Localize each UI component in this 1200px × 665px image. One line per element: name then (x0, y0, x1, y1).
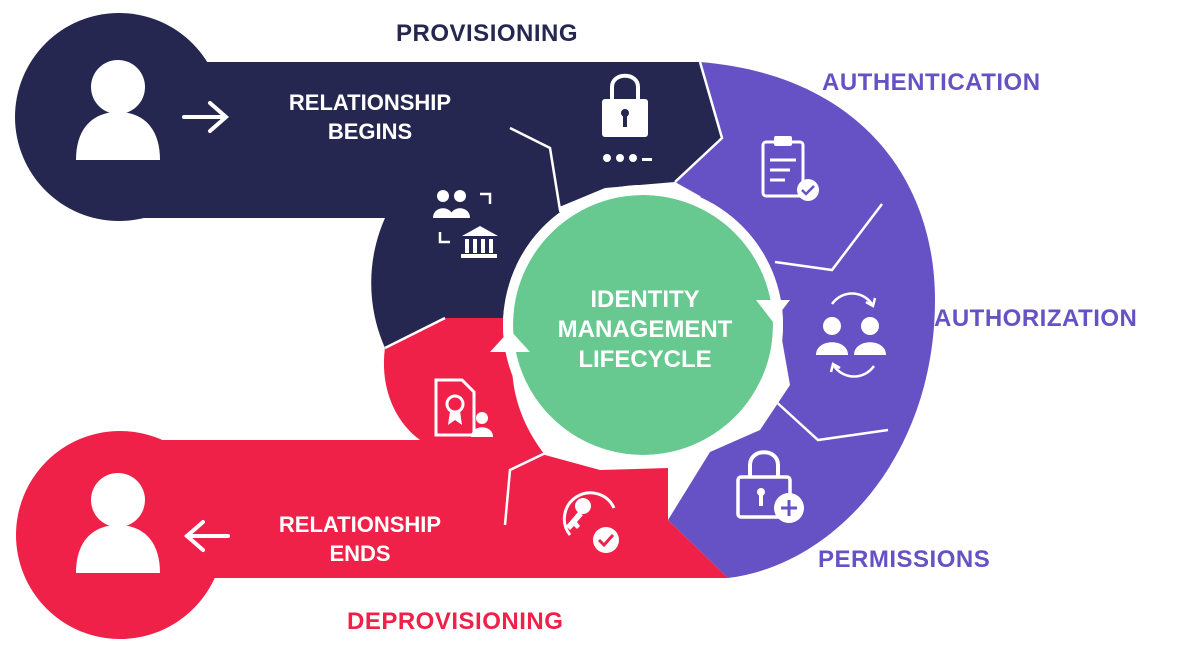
key-check-icon (562, 491, 619, 553)
ring-arrow-left-icon (490, 330, 530, 352)
lifecycle-ring (490, 185, 790, 465)
red-separators (384, 316, 561, 526)
user-icon (76, 473, 160, 573)
purple-segment (668, 62, 935, 578)
ring-arrow-right-icon (756, 300, 790, 322)
user-swap-icon (816, 292, 886, 378)
lock-plus-icon (736, 450, 804, 523)
stage-label-authentication: AUTHENTICATION (822, 69, 1041, 96)
stage-label-deprovisioning: DEPROVISIONING (347, 608, 564, 635)
stage-label-authorization: AUTHORIZATION (934, 305, 1138, 332)
clipboard-check-icon (761, 136, 819, 201)
padlock-password-icon (602, 73, 652, 162)
center-line-3: LIFECYCLE (578, 346, 712, 373)
purple-separators (674, 61, 889, 442)
people-bank-icon (433, 190, 498, 258)
relationship-begins-line-1: RELATIONSHIP (288, 90, 452, 115)
relationship-ends-line-1: RELATIONSHIP (278, 512, 442, 537)
relationship-ends-line-2: ENDS (329, 541, 391, 566)
relationship-ends-label: RELATIONSHIP ENDS (252, 510, 468, 568)
relationship-begins-label: RELATIONSHIP BEGINS (262, 88, 478, 146)
stage-label-permissions: PERMISSIONS (818, 546, 991, 573)
user-icon (76, 60, 160, 160)
center-line-2: MANAGEMENT (557, 316, 733, 343)
center-title: IDENTITY MANAGEMENT LIFECYCLE (540, 285, 750, 375)
stage-label-provisioning: PROVISIONING (396, 20, 579, 47)
relationship-begins-line-2: BEGINS (327, 119, 413, 144)
arrow-left-icon (183, 520, 230, 552)
certificate-user-icon (434, 378, 493, 437)
navy-separators (509, 126, 562, 211)
center-line-1: IDENTITY (590, 286, 700, 313)
arrow-right-icon (182, 101, 230, 133)
